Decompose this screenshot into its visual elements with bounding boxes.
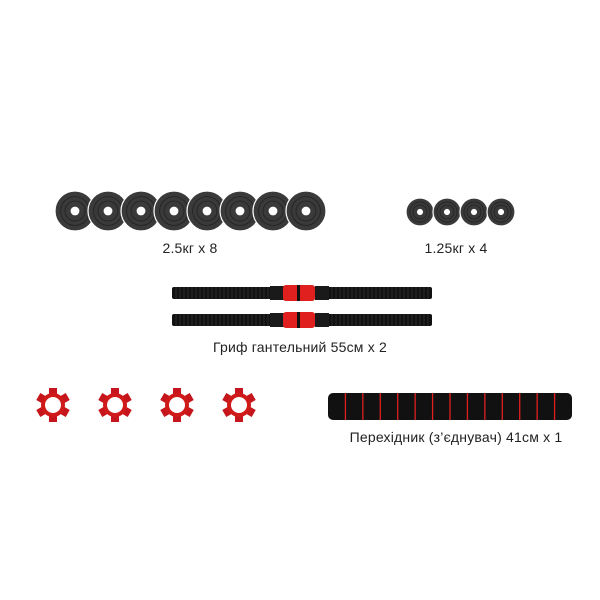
small-plate	[486, 197, 516, 227]
large-plate	[285, 190, 327, 232]
large-plates-label: 2.5кг x 8	[162, 240, 218, 256]
large-plate	[252, 190, 294, 232]
large-plate	[120, 190, 162, 232]
large-plate	[87, 190, 129, 232]
dumbbell-bar	[172, 285, 432, 301]
spinlock-collar	[222, 388, 256, 422]
connector-tube	[328, 393, 572, 420]
small-plates-label: 1.25кг x 4	[424, 240, 488, 256]
large-plate	[186, 190, 228, 232]
small-plate	[459, 197, 489, 227]
large-plate	[153, 190, 195, 232]
dumbbell-bar	[172, 312, 432, 328]
small-plate	[432, 197, 462, 227]
spinlock-collar	[36, 388, 70, 422]
connector-label: Перехідник (з’єднувач) 41см x 1	[349, 429, 563, 445]
small-plate	[405, 197, 435, 227]
spinlock-collar	[160, 388, 194, 422]
spinlock-collar	[98, 388, 132, 422]
bars-label: Гриф гантельний 55см x 2	[213, 339, 387, 355]
